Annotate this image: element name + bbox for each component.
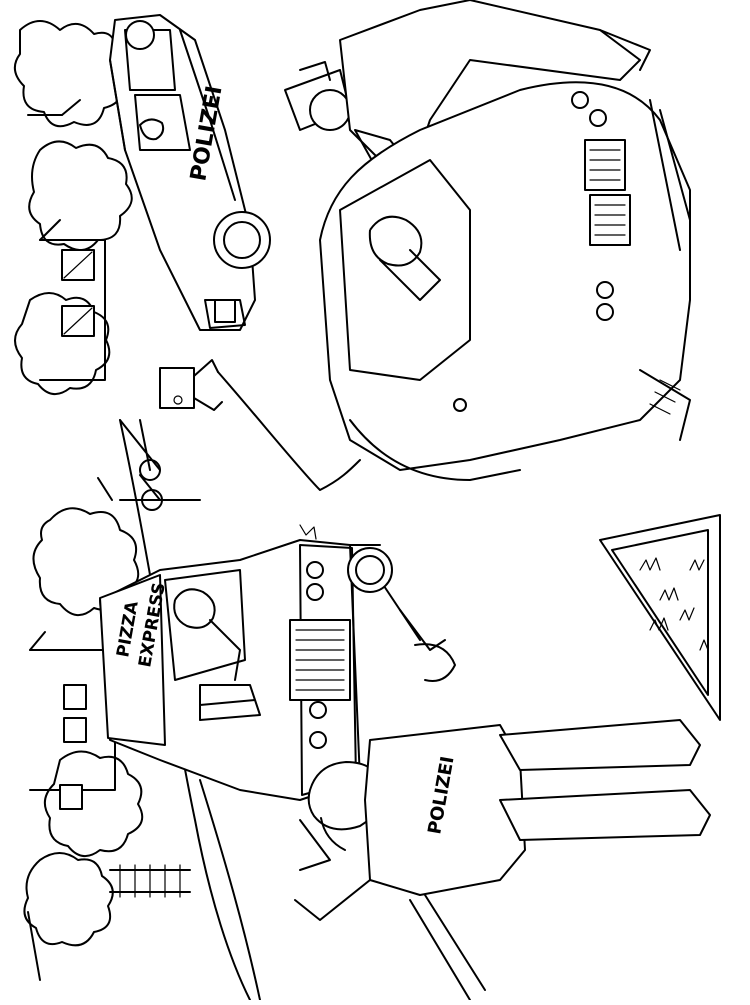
building-top bbox=[39, 219, 106, 381]
grass-island bbox=[599, 514, 721, 721]
building-bottom bbox=[29, 631, 116, 810]
pizza-van bbox=[99, 524, 381, 801]
officer-checking bbox=[284, 0, 651, 176]
officer-stop-paddle bbox=[294, 547, 711, 921]
fence bbox=[109, 864, 191, 898]
radar-device bbox=[119, 359, 361, 491]
motorbike-small bbox=[97, 459, 163, 511]
lamp-post bbox=[27, 99, 81, 981]
stopped-car bbox=[319, 81, 691, 481]
police-car bbox=[109, 14, 271, 331]
road bbox=[119, 419, 486, 1001]
tree-line bbox=[13, 20, 144, 947]
